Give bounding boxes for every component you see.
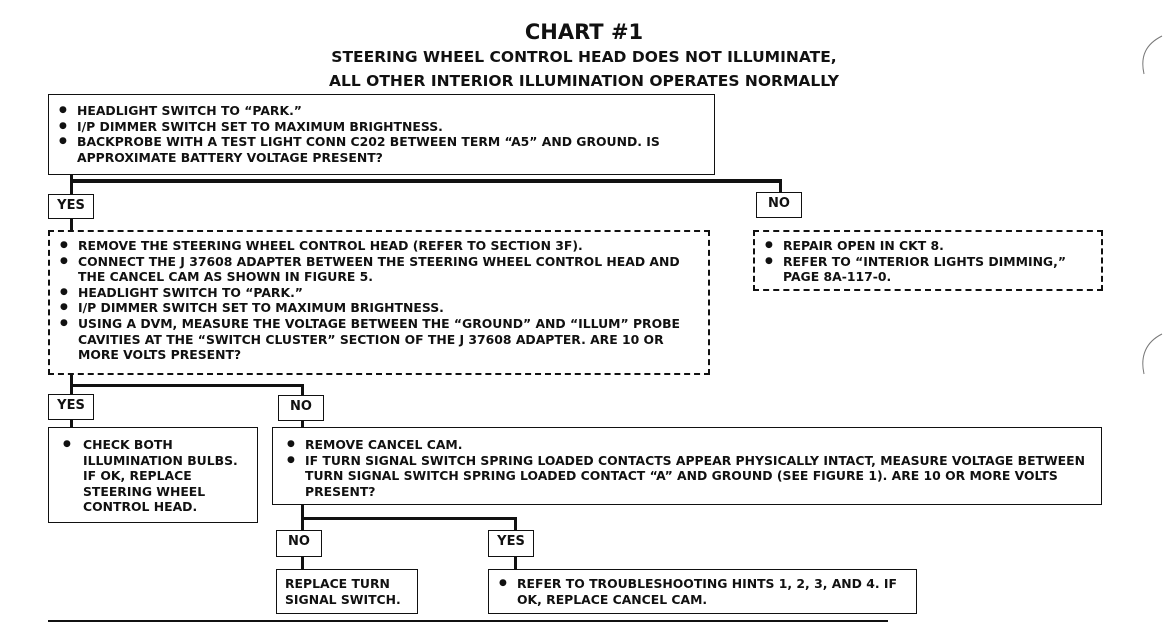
step2-yes-item: REMOVE THE STEERING WHEEL CONTROL HEAD (… [54, 238, 702, 254]
step3-yes-box: CHECK BOTH ILLUMINATION BULBS. IF OK, RE… [48, 427, 258, 523]
yes-label-step3: YES [488, 530, 534, 557]
step3-no-item: IF TURN SIGNAL SWITCH SPRING LOADED CONT… [281, 453, 1095, 500]
connector-yes1-down [70, 218, 73, 232]
bottom-rule [48, 620, 888, 622]
step1-item: I/P DIMMER SWITCH SET TO MAXIMUM BRIGHTN… [53, 119, 708, 135]
step2-yes-item: I/P DIMMER SWITCH SET TO MAXIMUM BRIGHTN… [54, 300, 702, 316]
connector-step3-branch [301, 517, 517, 520]
connector-step2-branch [70, 384, 304, 387]
step2-yes-item: HEADLIGHT SWITCH TO “PARK.” [54, 285, 702, 301]
step4-yes-item: REFER TO TROUBLESHOOTING HINTS 1, 2, 3, … [493, 576, 910, 607]
no-label-step1: NO [756, 192, 802, 218]
connector-yes2-down [70, 418, 73, 428]
step1-item: HEADLIGHT SWITCH TO “PARK.” [53, 103, 708, 119]
no-label-step3: NO [276, 530, 322, 557]
step3-yes-item: CHECK BOTH ILLUMINATION BULBS. IF OK, RE… [57, 437, 251, 515]
step1-item: BACKPROBE WITH A TEST LIGHT CONN C202 BE… [53, 134, 708, 165]
connector-step1-down [70, 174, 73, 196]
step3-no-item: REMOVE CANCEL CAM. [281, 437, 1095, 453]
no-label-step2: NO [278, 395, 324, 421]
step2-yes-item: CONNECT THE J 37608 ADAPTER BETWEEN THE … [54, 254, 702, 285]
connector-yes3-down [514, 556, 517, 570]
yes-label-step2: YES [48, 394, 94, 420]
connector-no2-down [301, 420, 304, 428]
connector-no3-down [301, 556, 304, 570]
page-edge-marks [1142, 35, 1163, 375]
step4-no-box: REPLACE TURN SIGNAL SWITCH. [276, 569, 418, 614]
yes-label-step1: YES [48, 194, 94, 219]
connector-step3-yes [514, 517, 517, 530]
step2-yes-box: REMOVE THE STEERING WHEEL CONTROL HEAD (… [48, 230, 710, 375]
step2-no-box: REPAIR OPEN IN CKT 8. REFER TO “INTERIOR… [753, 230, 1103, 291]
connector-step1-no [779, 179, 782, 193]
step4-yes-box: REFER TO TROUBLESHOOTING HINTS 1, 2, 3, … [488, 569, 917, 614]
connector-step1-branch [70, 179, 782, 183]
step1-box: HEADLIGHT SWITCH TO “PARK.” I/P DIMMER S… [48, 94, 715, 175]
chart-subtitle-line1: STEERING WHEEL CONTROL HEAD DOES NOT ILL… [331, 48, 837, 66]
step3-no-box: REMOVE CANCEL CAM. IF TURN SIGNAL SWITCH… [272, 427, 1102, 505]
step2-no-item: REFER TO “INTERIOR LIGHTS DIMMING,” PAGE… [759, 254, 1095, 285]
chart-title: CHART #1 [524, 20, 644, 44]
connector-step2-no [301, 384, 304, 396]
step4-no-text: REPLACE TURN SIGNAL SWITCH. [285, 576, 401, 607]
chart-subtitle-line2: ALL OTHER INTERIOR ILLUMINATION OPERATES… [329, 72, 839, 90]
step2-yes-item: USING A DVM, MEASURE THE VOLTAGE BETWEEN… [54, 316, 702, 363]
step2-no-item: REPAIR OPEN IN CKT 8. [759, 238, 1095, 254]
